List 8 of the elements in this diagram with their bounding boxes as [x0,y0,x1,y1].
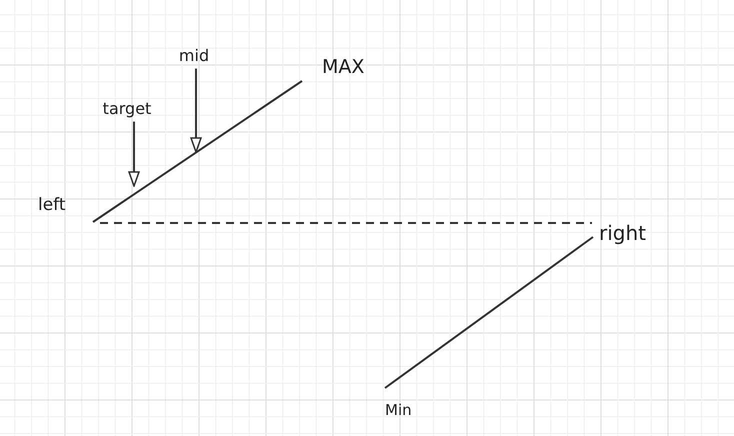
text-label: right [599,222,646,244]
text-label: left [38,196,66,215]
text-label: Min [385,402,412,418]
text-label: MAX [322,57,364,78]
pointer-label: target [102,99,152,118]
pointer-label: mid [178,46,210,65]
arrow [190,68,202,153]
arrow [128,122,140,187]
